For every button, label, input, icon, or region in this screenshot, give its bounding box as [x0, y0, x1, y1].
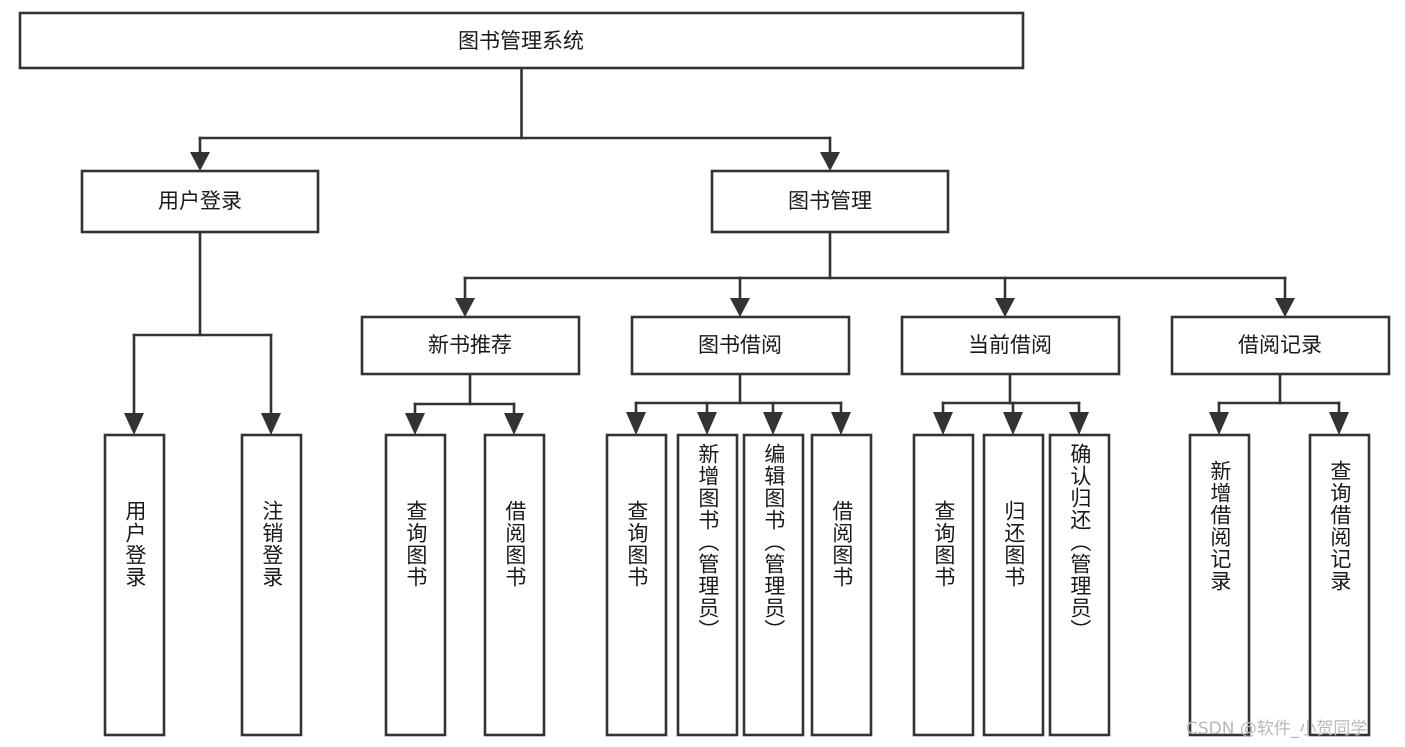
leaf-box-8[interactable]	[810, 433, 873, 737]
leaf-box-4[interactable]	[483, 433, 546, 737]
arrowhead-leaf-9	[933, 412, 953, 435]
arrowhead-leaf-5	[626, 412, 646, 435]
label-user-login: 用户登录	[158, 189, 242, 213]
node-box-current-borrow[interactable]	[900, 315, 1121, 376]
arrowhead-to-bookmgmt	[820, 152, 840, 171]
arrowhead-leaf-10	[1003, 412, 1023, 435]
node-box-book-management[interactable]	[710, 169, 950, 234]
node-box-new-book-recommend[interactable]	[360, 315, 581, 376]
label-title: 图书管理系统	[458, 29, 584, 53]
arrowhead-to-record	[1275, 298, 1295, 317]
leaf-box-5[interactable]	[605, 433, 668, 737]
arrowhead-leaf-8	[831, 412, 851, 435]
arrowhead-leaf-1	[124, 413, 144, 435]
node-box-borrow-record[interactable]	[1170, 315, 1391, 376]
arrowhead-to-login	[190, 152, 210, 171]
arrowhead-leaf-11	[1069, 412, 1089, 435]
node-box-group	[18, 11, 1391, 737]
label-book-management: 图书管理	[788, 189, 872, 213]
leaf-box-6[interactable]	[676, 433, 739, 737]
arrowhead-group	[124, 152, 1349, 435]
arrowhead-leaf-2	[261, 413, 281, 435]
arrowhead-leaf-12	[1209, 412, 1229, 435]
label-current-borrow: 当前借阅	[968, 333, 1052, 357]
arrowhead-leaf-4	[504, 413, 524, 435]
arrowhead-to-newbook	[455, 298, 475, 317]
leaf-box-1[interactable]	[103, 433, 166, 737]
arrowhead-leaf-7	[763, 412, 783, 435]
label-borrow-record: 借阅记录	[1238, 333, 1322, 357]
leaf-box-7[interactable]	[742, 433, 805, 737]
leaf-box-10[interactable]	[982, 433, 1045, 737]
csdn-watermark: CSDN @软件_小贺同学	[1186, 719, 1368, 739]
leaf-box-12[interactable]	[1188, 433, 1251, 737]
label-book-borrow: 图书借阅	[698, 333, 782, 357]
leaf-box-13[interactable]	[1308, 433, 1371, 737]
node-box-book-borrow[interactable]	[630, 315, 851, 376]
leaf-box-11[interactable]	[1048, 433, 1111, 737]
label-new-book-recommend: 新书推荐	[428, 333, 512, 357]
arrowhead-to-current	[995, 298, 1015, 317]
node-box-user-login[interactable]	[80, 169, 320, 234]
arrowhead-leaf-6	[697, 412, 717, 435]
leaf-box-2[interactable]	[240, 433, 303, 737]
leaf-box-3[interactable]	[384, 433, 447, 737]
node-box-title[interactable]	[18, 11, 1025, 70]
arrowhead-leaf-13	[1329, 412, 1349, 435]
arrowhead-to-borrow	[730, 298, 750, 317]
horizontal-label-group: 图书管理系统 用户登录 图书管理 新书推荐 图书借阅 当前借阅 借阅记录	[158, 29, 1322, 357]
leaf-box-9[interactable]	[912, 433, 975, 737]
arrowhead-leaf-3	[405, 413, 425, 435]
